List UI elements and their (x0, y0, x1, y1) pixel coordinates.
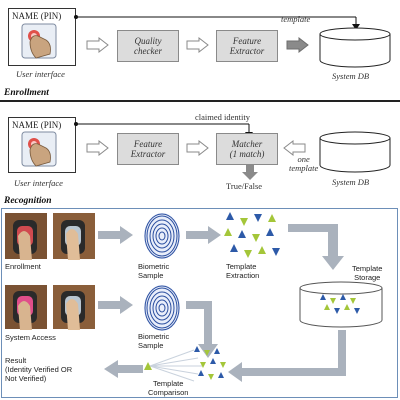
panel-arrow-sample-to-extract (186, 226, 222, 244)
panel-enrollment-label: Enrollment (5, 262, 41, 271)
recognition-section-title: Recognition (4, 196, 52, 206)
panel-arrow-enroll-to-sample (98, 226, 134, 244)
biometric-sample-1-label: Biometric Sample (138, 262, 169, 280)
enroll-template-label: template (281, 14, 310, 24)
panel-arrow-to-result (104, 360, 144, 378)
recog-user-interface-label: User interface (14, 178, 63, 188)
panel-arrow-access-to-sample (98, 296, 134, 314)
matcher-box: Matcher(1 match) (216, 133, 278, 165)
true-false-label: True/False (226, 181, 262, 191)
one-template-label: one template (289, 155, 318, 173)
template-comparison-label: Template Comparison (148, 379, 188, 397)
template-extraction-label: Template Extraction (226, 262, 259, 280)
claimed-identity-label: claimed identity (195, 112, 250, 122)
recog-database-cylinder-icon (318, 130, 392, 174)
enrollment-section-title: Enrollment (4, 88, 49, 98)
enroll-database-cylinder-icon (318, 26, 392, 68)
system-access-label: System Access (5, 333, 56, 342)
panel-arrow-to-storage (288, 224, 352, 276)
enroll-finger-scanner-photo-icon (4, 212, 96, 260)
enroll-arrow-3 (286, 37, 310, 53)
fingerprint-icon-1 (140, 210, 184, 262)
enroll-arrow-2 (186, 37, 210, 53)
enroll-arrow-1 (86, 37, 110, 53)
fingerprint-icon-2 (140, 282, 184, 334)
recog-system-db-label: System DB (332, 177, 369, 187)
panel-arrow-storage-to-comparison (228, 330, 348, 384)
recog-arrow-1 (86, 140, 110, 156)
template-extraction-triangles (222, 212, 284, 264)
true-false-arrow (241, 165, 259, 181)
recog-arrow-2 (186, 140, 210, 156)
access-finger-scanner-photo-icon (4, 284, 96, 330)
enroll-user-interface-label: User interface (16, 69, 65, 79)
enroll-system-db-label: System DB (332, 71, 369, 81)
template-comparison-triangles (142, 344, 232, 384)
template-storage-database-cylinder-icon (298, 280, 384, 330)
result-label: Result (Identity Verified OR Not Verifie… (5, 356, 72, 383)
